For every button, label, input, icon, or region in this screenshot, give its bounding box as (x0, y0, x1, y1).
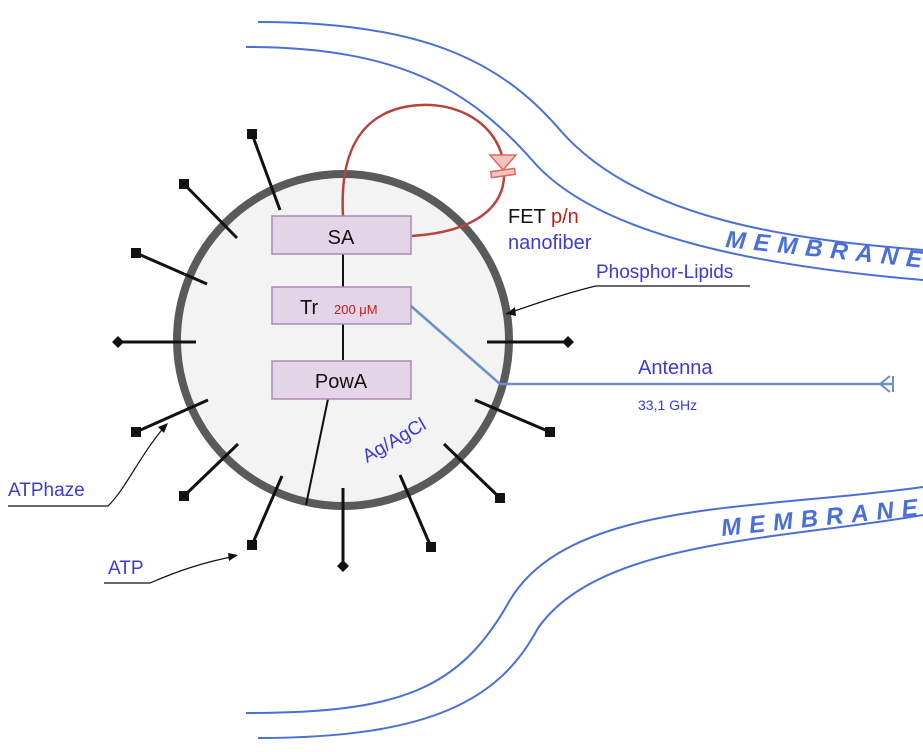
spike (250, 133, 282, 211)
diamond-icon (562, 336, 574, 348)
diamond-icon (247, 540, 257, 550)
phosphor-lipids-label: Phosphor-Lipids (596, 262, 733, 283)
diamond-icon (545, 427, 555, 437)
membrane-upper (245, 21, 923, 281)
atphaze-label: ATPhaze (8, 480, 85, 501)
diamond-icon (247, 129, 257, 139)
spike (474, 398, 551, 434)
fet-label: FET p/n nanofiber (508, 206, 592, 254)
membrane-lower (245, 486, 923, 739)
spike (442, 442, 502, 500)
spikes (118, 133, 568, 566)
fet-prefix: FET (508, 206, 551, 228)
atp-label: ATP (108, 558, 144, 579)
nanofiber-label: nanofiber (508, 232, 592, 254)
diode-icon (488, 154, 518, 179)
spike (182, 182, 239, 240)
spike (398, 474, 433, 548)
sa-box: SA (271, 215, 412, 255)
phosphor-lipids-callout: Phosphor-Lipids (505, 262, 750, 316)
spike-tips (112, 129, 574, 572)
diamond-icon (131, 427, 141, 437)
tr-box: Tr 200 μM (271, 286, 412, 325)
powa-box: PowA (271, 360, 412, 400)
membrane-bottom-label: MEMBRANE (720, 494, 923, 542)
wire-powa-electrode (305, 398, 329, 506)
diamond-icon (131, 248, 141, 258)
spike (135, 251, 208, 286)
antenna: Antenna 33,1 GHz (410, 305, 894, 413)
tr-concentration: 200 μM (334, 302, 378, 317)
powa-label: PowA (315, 371, 368, 393)
diamond-icon (179, 491, 189, 501)
fet-pn: p/n (551, 206, 579, 228)
spike (135, 398, 209, 434)
membrane-upper-inner (245, 46, 923, 281)
antenna-label: Antenna (638, 357, 713, 379)
tr-label: Tr (300, 297, 318, 319)
diamond-icon (179, 179, 189, 189)
svg-text:FET p/n: FET p/n (508, 206, 579, 228)
diamond-icon (495, 493, 505, 503)
membrane-top-label: MEMBRANE (724, 226, 923, 274)
membrane-lower-lower-line (257, 514, 923, 739)
sa-label: SA (328, 227, 355, 249)
antenna-frequency: 33,1 GHz (638, 397, 697, 413)
antenna-feed (410, 305, 501, 385)
fet-nanofiber-loop (341, 103, 506, 238)
internal-wiring (305, 254, 344, 506)
membrane-upper-outer (257, 21, 923, 251)
antenna-arrow-icon (878, 375, 894, 393)
diamond-icon (112, 336, 124, 348)
atphaze-callout: ATPhaze (8, 423, 168, 507)
spike (250, 475, 284, 546)
membrane-lower-upper-line (245, 486, 923, 714)
spike (182, 442, 240, 498)
diamond-icon (426, 542, 436, 552)
diamond-icon (337, 560, 349, 572)
atp-callout: ATP (104, 553, 238, 584)
